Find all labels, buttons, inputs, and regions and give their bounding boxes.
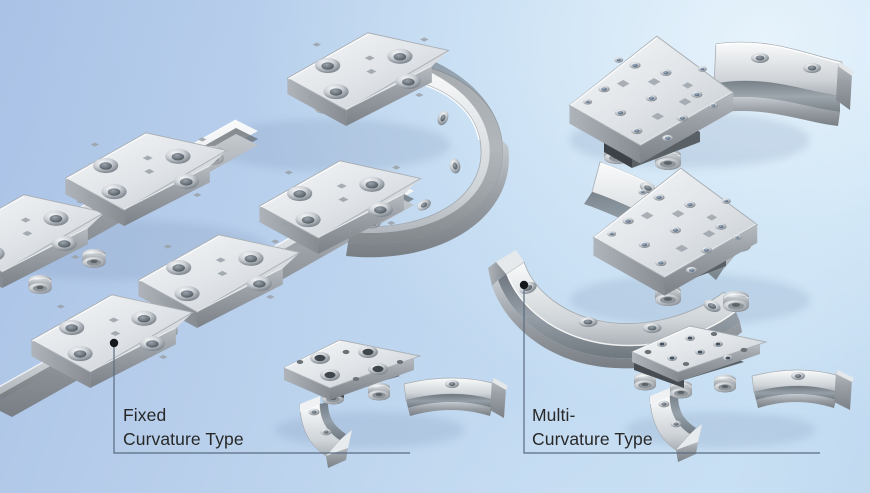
callout-fixed-line1: Fixed <box>123 405 167 425</box>
multi-curvature-assembly <box>488 35 854 369</box>
callout-leaders <box>109 280 820 454</box>
inset-product-fixed <box>282 339 508 468</box>
leader-fixed <box>109 338 410 454</box>
callout-multi-line1: Multi- <box>532 405 576 425</box>
leader-multi <box>519 280 820 454</box>
callout-label-fixed-curvature: Fixed Curvature Type <box>123 404 244 451</box>
inset-plate-multi <box>630 325 768 382</box>
callout-fixed-line2: Curvature Type <box>123 428 244 449</box>
inset-plate-fixed <box>282 339 422 400</box>
callout-label-multi-curvature: Multi- Curvature Type <box>532 404 653 451</box>
carriage-plate <box>286 32 450 127</box>
curved-rail-multi-upper <box>710 41 854 126</box>
inset-product-multi <box>630 325 854 462</box>
carriage-plates-fixed <box>0 32 450 389</box>
callout-multi-line2: Curvature Type <box>532 428 653 449</box>
fixed-curvature-assembly <box>0 32 509 417</box>
